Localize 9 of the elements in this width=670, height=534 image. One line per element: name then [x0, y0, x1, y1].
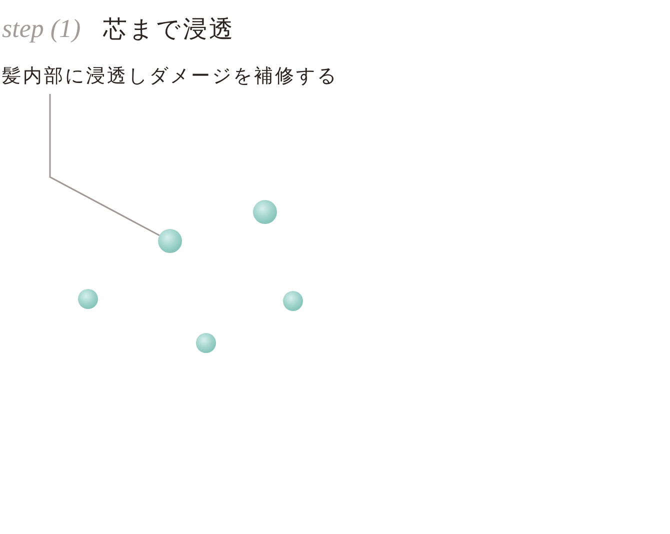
step-label: step (1) — [2, 13, 81, 45]
title: 芯まで浸透 — [103, 14, 235, 45]
sphere — [253, 200, 277, 224]
leader-line — [49, 94, 160, 236]
sphere — [78, 289, 98, 309]
caption-text: 髪内部に浸透しダメージを補修する — [2, 62, 338, 90]
sphere — [196, 333, 216, 353]
sphere — [158, 229, 182, 253]
sphere — [283, 291, 303, 311]
